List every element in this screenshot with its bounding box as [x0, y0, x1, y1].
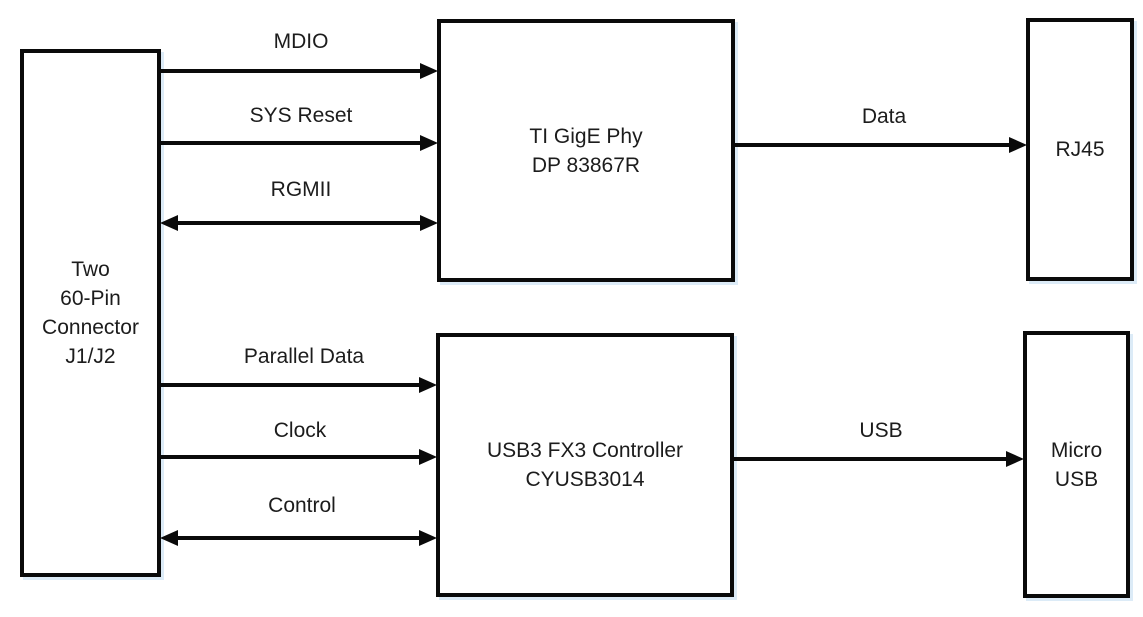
clock-arrow-shaft — [160, 455, 422, 459]
rgmii-label: RGMII — [270, 178, 332, 201]
fx3-controller-box-label: USB3 FX3 Controller CYUSB3014 — [486, 439, 684, 491]
sys-reset-label: SYS Reset — [249, 104, 353, 127]
clock-arrowhead-right-icon — [419, 449, 437, 465]
usb-label: USB — [859, 419, 903, 442]
parallel-data-label: Parallel Data — [243, 345, 365, 368]
parallel-data-arrow-shaft — [160, 383, 422, 387]
rgmii-arrow-shaft — [174, 221, 423, 225]
connector-box-label: Two 60-Pin Connector J1/J2 — [42, 258, 139, 368]
micro-usb-box-label: Micro USB — [1050, 438, 1103, 491]
mdio-arrowhead-right-icon — [420, 63, 438, 79]
mdio-arrow-shaft — [160, 69, 424, 73]
control-label: Control — [268, 494, 336, 517]
micro-usb-box: Micro USB — [1023, 331, 1130, 598]
rj45-box-label: RJ45 — [1055, 138, 1105, 161]
control-arrowhead-left-icon — [160, 530, 178, 546]
rj45-box: RJ45 — [1026, 18, 1134, 281]
connector-box: Two 60-Pin Connector J1/J2 — [20, 49, 161, 577]
rgmii-arrowhead-left-icon — [160, 215, 178, 231]
sys-reset-arrowhead-right-icon — [420, 135, 438, 151]
fx3-controller-box: USB3 FX3 Controller CYUSB3014 — [436, 333, 734, 597]
sys-reset-arrow-shaft — [160, 141, 424, 145]
data-label: Data — [861, 105, 907, 128]
parallel-data-arrowhead-right-icon — [419, 377, 437, 393]
gige-phy-box: TI GigE Phy DP 83867R — [437, 19, 735, 282]
mdio-label: MDIO — [273, 30, 329, 53]
gige-phy-box-label: TI GigE Phy DP 83867R — [529, 124, 643, 177]
usb-arrowhead-right-icon — [1006, 451, 1024, 467]
control-arrowhead-right-icon — [419, 530, 437, 546]
data-arrow-shaft — [735, 143, 1012, 147]
clock-label: Clock — [273, 419, 327, 442]
data-arrowhead-right-icon — [1009, 137, 1027, 153]
control-arrow-shaft — [174, 536, 421, 540]
usb-arrow-shaft — [734, 457, 1008, 461]
rgmii-arrowhead-right-icon — [420, 215, 438, 231]
